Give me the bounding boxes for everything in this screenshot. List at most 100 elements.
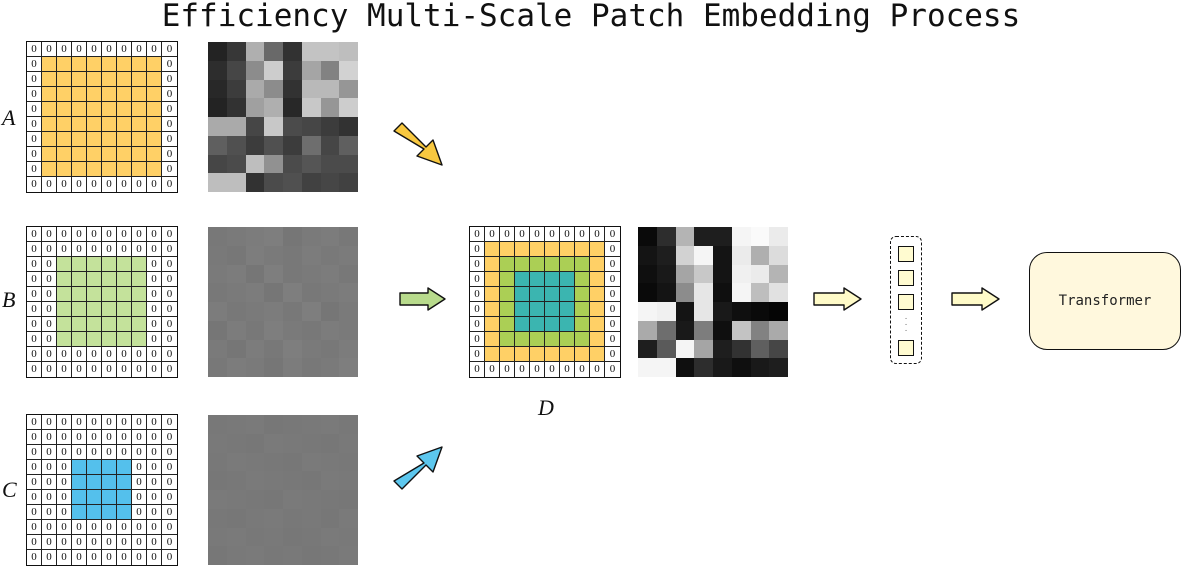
grid-cell-pad: 0 [147, 505, 162, 520]
grid-cell-filled [102, 505, 117, 520]
feature-map-cell [208, 227, 227, 246]
grid-cell-pad: 0 [57, 475, 72, 490]
feature-map-cell [283, 283, 302, 302]
grid-cell-pad: 0 [57, 415, 72, 430]
grid-cell-pad: 0 [42, 42, 57, 57]
feature-map-cell [283, 135, 302, 155]
grid-cell-scale-1 [560, 242, 575, 257]
grid-cell-filled [117, 490, 132, 505]
grid-cell-scale-3 [545, 287, 560, 302]
feature-map-cell [264, 452, 283, 472]
grid-cell-pad: 0 [147, 520, 162, 535]
arrow-b-shape [399, 287, 446, 311]
grid-cell-pad: 0 [102, 445, 117, 460]
feature-map-cell [208, 415, 227, 434]
grid-cell-pad: 0 [102, 177, 117, 192]
feature-map-cell [245, 433, 265, 453]
grid-cell-filled [132, 162, 147, 177]
grid-cell-scale-1 [590, 347, 605, 362]
grid-cell-pad: 0 [575, 362, 590, 377]
grid-cell-filled [147, 147, 162, 162]
grid-cell-scale-1 [590, 272, 605, 287]
feature-map-cell [320, 79, 340, 99]
feature-map-cell [208, 42, 227, 61]
grid-cell-pad: 0 [470, 287, 485, 302]
feature-map-cell [245, 339, 265, 359]
feature-map-cell [283, 227, 302, 246]
grid-cell-pad: 0 [166, 178, 173, 190]
grid-cell-pad: 0 [515, 227, 530, 242]
grid-cell-pad: 0 [605, 317, 620, 332]
grid-cell-pad: 0 [72, 550, 87, 565]
grid-cell-filled [102, 87, 117, 102]
grid-cell-pad: 0 [132, 362, 147, 377]
feature-map-cell [750, 302, 770, 321]
grid-cell-scale-1 [485, 302, 500, 317]
feature-map-cell [283, 452, 302, 472]
grid-cell-pad: 0 [72, 177, 87, 192]
grid-cell-pad: 0 [27, 147, 42, 162]
grid-cell-pad: 0 [42, 227, 57, 242]
grid-cell-pad: 0 [132, 227, 147, 242]
feature-map-cell [264, 173, 283, 192]
feature-map-cell [283, 339, 302, 359]
grid-cell-scale-2 [560, 332, 575, 347]
grid-cell-pad: 0 [102, 415, 117, 430]
grid-cell-filled [117, 102, 132, 117]
grid-cell-pad: 0 [147, 302, 162, 317]
grid-cell-filled [87, 505, 102, 520]
grid-cell-pad: 0 [87, 415, 102, 430]
grid-cell-pad: 0 [117, 520, 132, 535]
feature-map-cell [226, 546, 246, 565]
grid-cell-filled [57, 317, 72, 332]
feature-map-cell [245, 508, 265, 528]
grid-cell-filled [147, 162, 162, 177]
grid-cell-filled [102, 72, 117, 87]
arrow-b-to-d [399, 287, 446, 311]
transformer-label: Transformer [1058, 293, 1152, 309]
grid-cell-filled [57, 257, 72, 272]
grid-cell-scale-1 [485, 272, 500, 287]
grid-cell-filled [102, 287, 117, 302]
grid-cell-filled [117, 117, 132, 132]
grid-cell-pad: 0 [132, 347, 147, 362]
grid-cell-filled [72, 460, 87, 475]
grid-cell-scale-2 [500, 287, 515, 302]
grid-cell-filled [72, 57, 87, 72]
grid-cell-filled [57, 57, 72, 72]
grid-cell-pad: 0 [132, 42, 147, 57]
feature-map-cell [283, 320, 302, 340]
token-3 [898, 294, 914, 310]
feature-map-cell [769, 283, 788, 302]
grid-cell-filled [102, 162, 117, 177]
grid-cell-pad: 0 [42, 272, 57, 287]
feature-map-cell [283, 433, 302, 453]
grid-cell-pad: 0 [162, 42, 177, 57]
feature-map-cell [320, 264, 340, 284]
feature-map-cell [638, 320, 657, 340]
grid-cell-filled [117, 87, 132, 102]
grid-cell-pad: 0 [27, 302, 42, 317]
grid-cell-filled [72, 272, 87, 287]
grid-cell-pad: 0 [57, 535, 72, 550]
grid-cell-pad: 0 [545, 362, 560, 377]
grid-cell-pad: 0 [162, 317, 177, 332]
feature-map-cell [208, 358, 227, 377]
grid-cell-pad: 0 [27, 257, 42, 272]
grid-cell-pad: 0 [27, 177, 42, 192]
grid-cell-filled [132, 332, 147, 347]
grid-cell-filled [117, 302, 132, 317]
grid-cell-pad: 0 [42, 177, 57, 192]
feature-map-cell [320, 154, 340, 174]
grid-cell-filled [102, 490, 117, 505]
feature-map-cell [713, 339, 732, 359]
grid-cell-scale-1 [590, 242, 605, 257]
feature-map-cell [245, 283, 265, 302]
feature-map-cell [245, 264, 265, 284]
feature-map-cell [320, 415, 340, 434]
grid-cell-scale-3 [530, 317, 545, 332]
feature-map-cell [301, 452, 321, 472]
grid-cell-pad: 0 [72, 430, 87, 445]
